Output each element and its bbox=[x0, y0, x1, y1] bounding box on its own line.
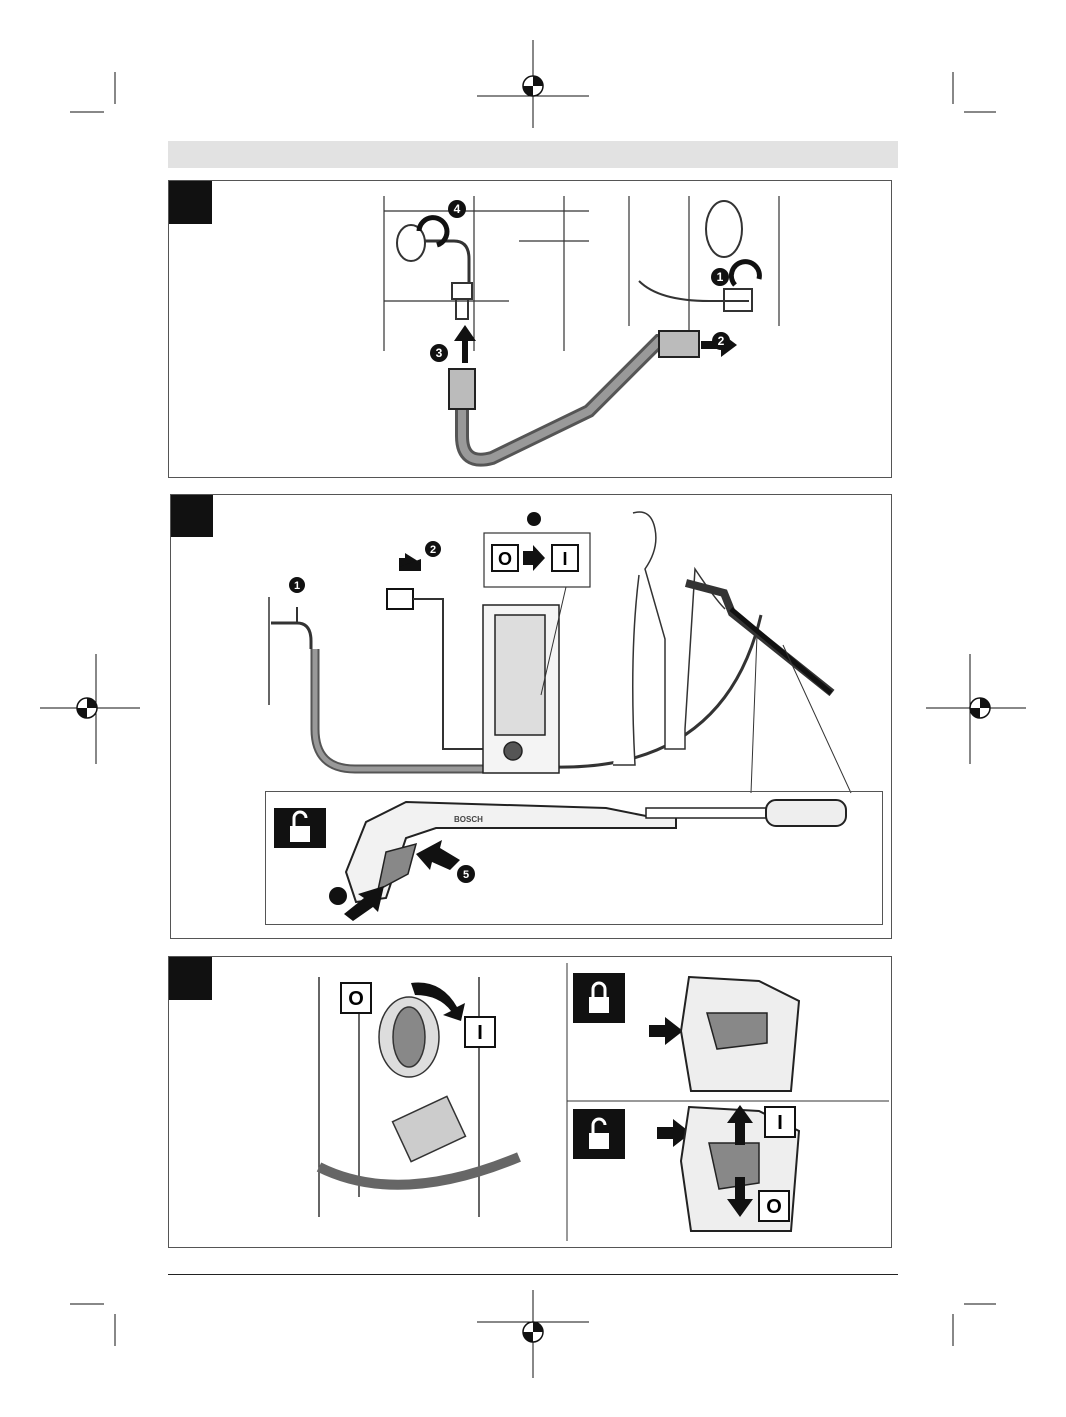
switch-off-label: O bbox=[498, 549, 512, 569]
step-badge: 3 bbox=[430, 344, 448, 362]
switch-on-label: I bbox=[477, 1022, 483, 1044]
spray-gun-illustration: BOSCH 5 bbox=[266, 792, 880, 922]
header-band bbox=[168, 141, 898, 168]
switch-on-label: I bbox=[562, 549, 567, 569]
step-badge: 4 bbox=[448, 200, 466, 218]
switch-on-label: I bbox=[777, 1112, 783, 1134]
step-label-2: 2 bbox=[430, 544, 436, 556]
lock-open-icon bbox=[573, 1109, 625, 1159]
brand-label: BOSCH bbox=[454, 815, 483, 824]
water-supply-illustration: 4 3 1 2 bbox=[169, 181, 891, 477]
switch-off-label: O bbox=[766, 1196, 782, 1218]
figure-panel-b: O I 1 2 bbox=[170, 494, 892, 939]
figure-panel-c: O I I O bbox=[168, 956, 892, 1248]
lock-open-icon bbox=[274, 808, 326, 848]
step-badge: 1 bbox=[711, 268, 729, 286]
spray-gun-inset: BOSCH 5 bbox=[265, 791, 883, 925]
footer-rule bbox=[168, 1274, 898, 1275]
lock-closed-icon bbox=[573, 973, 625, 1023]
step-label-4: 4 bbox=[454, 202, 461, 216]
step-badge: 2 bbox=[712, 332, 730, 350]
step-label-2: 2 bbox=[718, 334, 725, 348]
switch-and-trigger-illustration: O I I O bbox=[169, 957, 891, 1247]
step-label-5: 5 bbox=[463, 869, 469, 881]
switch-off-label: O bbox=[348, 988, 364, 1010]
figure-panel-a: 4 3 1 2 bbox=[168, 180, 892, 478]
step-label-1: 1 bbox=[294, 580, 300, 592]
step-label-3: 3 bbox=[436, 346, 443, 360]
step-label-1: 1 bbox=[717, 270, 724, 284]
